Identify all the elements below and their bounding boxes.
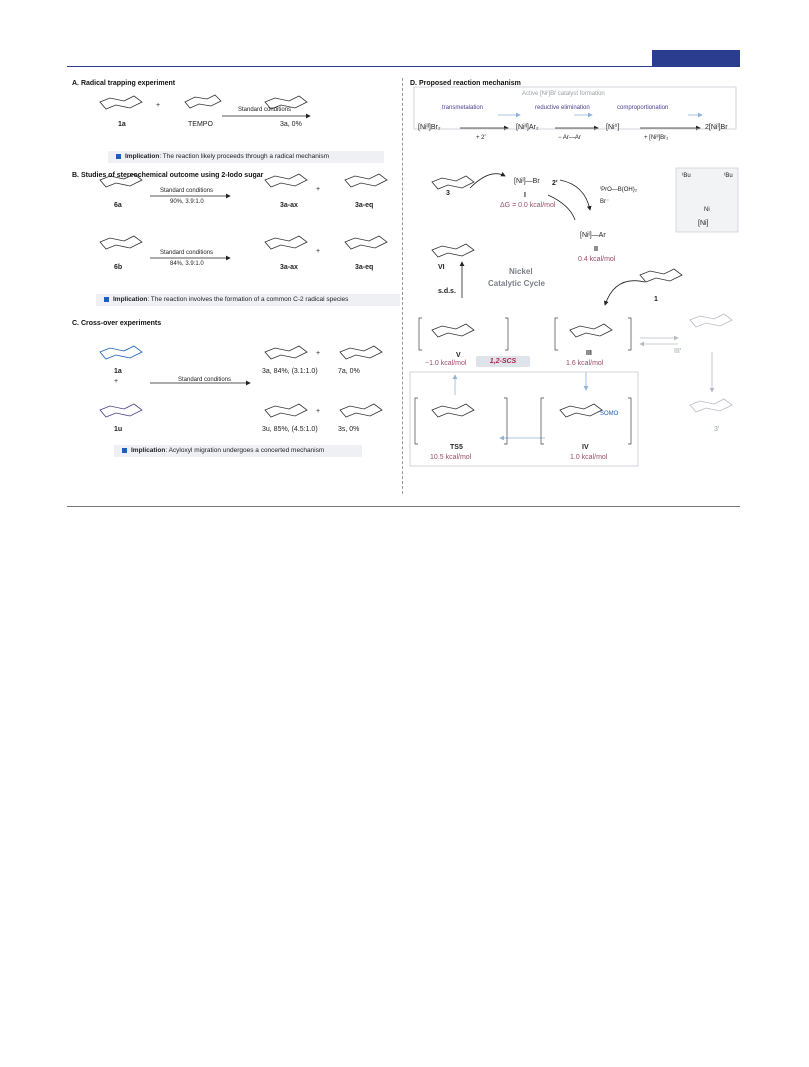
section-c-prod3: 3u, 85%, (4.5:1.0) — [262, 426, 318, 433]
implication-text: : The reaction involves the formation of… — [147, 296, 349, 303]
implication-bullet-icon — [104, 296, 109, 302]
section-b-row1-conditions: Standard conditions — [160, 188, 214, 194]
section-c-plus-top: + — [316, 350, 321, 357]
section-b-row1-yield: 90%, 3.9:1.0 — [170, 199, 204, 205]
int-IV-label: IV — [582, 444, 589, 451]
implication-lead: Implication — [125, 153, 160, 160]
int-IV-energy: 1.0 kcal/mol — [570, 454, 608, 461]
ligand-label: [Ni] — [698, 220, 709, 227]
section-b-row1-product1: 3a-ax — [280, 202, 298, 209]
reagent-biaryl: − Ar—Ar — [558, 135, 581, 141]
header-block — [652, 50, 740, 66]
section-b-row1-product2: 3a-eq — [355, 202, 374, 209]
section-b-row2-conditions: Standard conditions — [160, 250, 214, 256]
bromide-anion: Br⁻ — [600, 199, 610, 205]
section-b-row2-yield: 84%, 3.9:1.0 — [170, 261, 204, 267]
step-reductive-elimination: reductive elimination — [535, 105, 590, 111]
int-I-energy: ΔG = 0.0 kcal/mol — [500, 202, 556, 209]
int-I-label: I — [524, 192, 526, 199]
ligand-tbu-right: ᵗBu — [724, 173, 733, 179]
reagent-boronate: + 2′ — [476, 135, 486, 141]
implication-bullet-icon — [122, 447, 127, 453]
section-b-implication: Implication: The reaction involves the f… — [96, 294, 400, 306]
footer-rule — [67, 506, 740, 507]
sds-label: s.d.s. — [438, 288, 456, 295]
section-c-title: C. Cross-over experiments — [72, 320, 162, 327]
boronate-label: 2′ — [552, 180, 558, 187]
section-c-plus-left: + — [114, 378, 119, 385]
int-III-label: III — [586, 350, 592, 357]
int-V-energy: −1.0 kcal/mol — [425, 360, 467, 367]
int-II-label: II — [594, 246, 598, 253]
section-b-row2-plus: + — [316, 248, 321, 255]
section-b-row2-product1: 3a-ax — [280, 264, 298, 271]
section-b-row2-reactant: 6b — [114, 264, 123, 271]
section-a-title: A. Radical trapping experiment — [72, 80, 176, 87]
species-ni2-br2: [Niᴵᴵ]Br₂ — [418, 124, 441, 131]
implication-lead: Implication — [131, 447, 166, 454]
ts5-label: TS5 — [450, 444, 463, 451]
step-comproportionation: comproportionation — [617, 105, 669, 111]
reagent-ni2: + [Niᴵᴵ]Br₂ — [644, 135, 669, 141]
product-3-label: 3 — [446, 190, 450, 197]
section-b-row2-product2: 3a-eq — [355, 264, 374, 271]
implication-text: : The reaction likely proceeds through a… — [159, 153, 330, 160]
substrate-1-label: 1 — [654, 296, 658, 303]
ligand-ni: Ni — [704, 207, 710, 213]
section-a-plus: + — [156, 102, 161, 109]
int-V-label: V — [456, 352, 461, 359]
section-c-reactant2: 1u — [114, 426, 123, 433]
cycle-title-2: Catalytic Cycle — [488, 279, 545, 288]
byproduct-boronic: ⁱPrO—B(OH)₂ — [600, 187, 638, 193]
section-a-reactant1-label: 1a — [118, 121, 126, 128]
int-II-energy: 0.4 kcal/mol — [578, 256, 616, 263]
somo-label: SOMO — [600, 411, 619, 417]
section-a-reactant2-label: TEMPO — [188, 121, 213, 128]
step-transmetalation: transmetalation — [442, 105, 484, 111]
species-ni1-br: 2[Niᴵ]Br — [705, 124, 728, 131]
section-c-prod1: 3a, 84%, (3.1:1.0) — [262, 368, 318, 375]
section-b-row1-reactant: 6a — [114, 202, 122, 209]
section-c-conditions: Standard conditions — [178, 377, 232, 383]
section-c-prod2: 7a, 0% — [338, 368, 360, 375]
section-c-prod4: 3s, 0% — [338, 426, 360, 433]
section-a-implication: Implication: The reaction likely proceed… — [108, 151, 384, 163]
implication-text: : Acyloxyl migration undergoes a concert… — [165, 447, 325, 454]
section-a-product-label: 3a, 0% — [280, 121, 302, 128]
section-c-implication: Implication: Acyloxyl migration undergoe… — [114, 445, 362, 457]
int-I-species: [Niᴵ]—Br — [514, 178, 540, 185]
section-c-plus-bottom: + — [316, 408, 321, 415]
catalyst-formation-label: Active [Niⁱ]Br catalyst formation — [522, 91, 605, 97]
species-ni0: [Ni⁰] — [606, 124, 620, 131]
ligand-tbu-left: ᵗBu — [682, 173, 691, 179]
implication-bullet-icon — [116, 153, 121, 159]
header-rule — [67, 66, 740, 67]
section-b-title: B. Studies of stereochemical outcome usi… — [72, 172, 264, 179]
scs-pill: 1,2-SCS — [476, 356, 530, 367]
implication-lead: Implication — [113, 296, 148, 303]
ts5-energy: 10.5 kcal/mol — [430, 454, 472, 461]
int-II-species: [Niᴵ]—Ar — [580, 232, 606, 239]
product-3-prime-label: 3′ — [714, 426, 720, 433]
section-d-title: D. Proposed reaction mechanism — [410, 80, 521, 87]
cycle-title-1: Nickel — [509, 267, 533, 276]
int-VI-label: VI — [438, 264, 445, 271]
int-III-energy: 1.6 kcal/mol — [566, 360, 604, 367]
column-divider — [402, 78, 403, 494]
section-b-row1-plus: + — [316, 186, 321, 193]
section-c-reactant1: 1a — [114, 368, 122, 375]
species-ni2-ar2: [Niᴵᴵ]Ar₂ — [516, 124, 539, 131]
section-a-conditions: Standard conditions — [238, 107, 292, 113]
int-III-prime-label: III′ — [674, 348, 682, 355]
